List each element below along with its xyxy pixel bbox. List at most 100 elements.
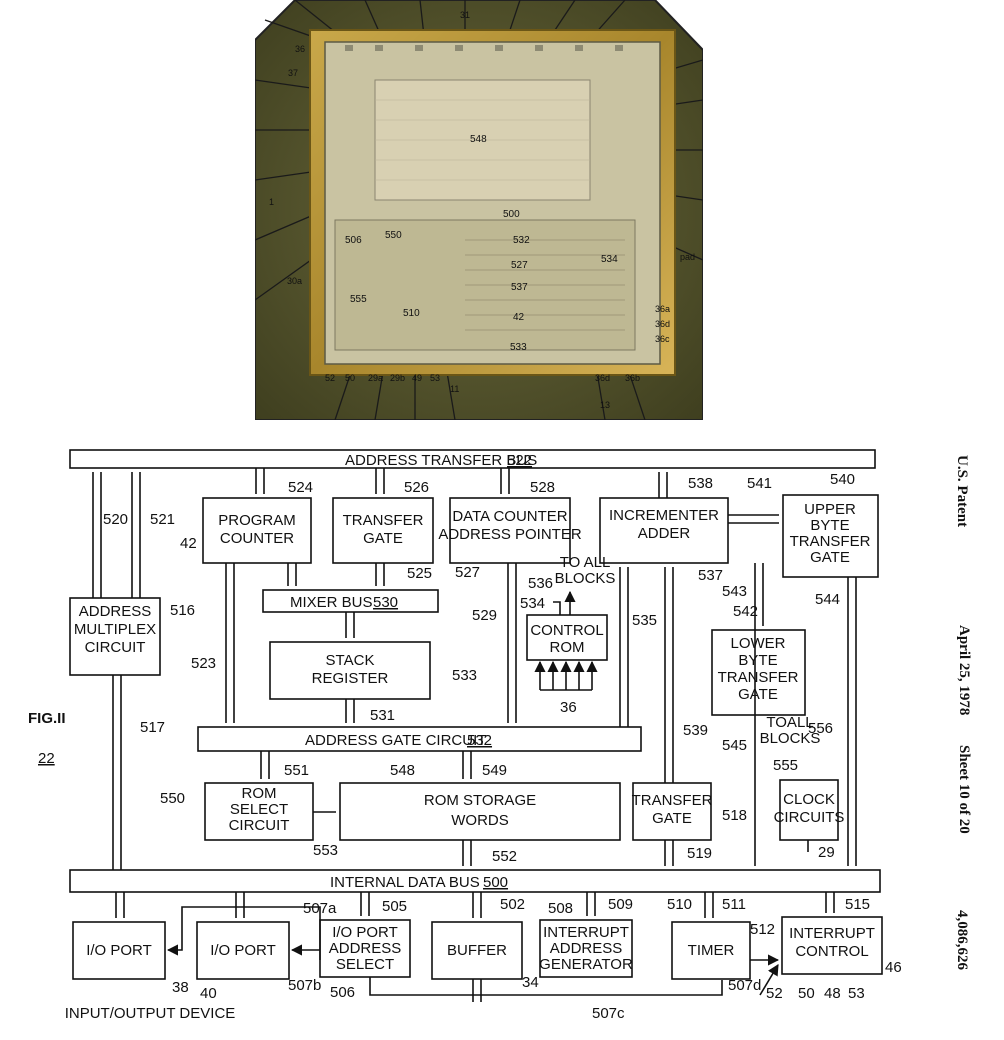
- clock-circuits-line: CLOCK: [783, 791, 835, 808]
- connector-ref: 53: [848, 985, 865, 1002]
- block-ref: 536: [528, 575, 553, 592]
- address-multiplex-line: MULTIPLEX: [74, 621, 156, 638]
- connector-ref: 34: [522, 974, 539, 991]
- connector-ref: 509: [608, 896, 633, 913]
- block-ref: 533: [452, 667, 477, 684]
- block-ref: 518: [722, 807, 747, 824]
- data-counter-line: DATA COUNTER: [452, 508, 567, 525]
- pad-label: 36c: [655, 334, 670, 344]
- rom-select-line: ROM: [242, 785, 277, 802]
- connector-ref: 48: [824, 985, 841, 1002]
- die-region-label: 550: [385, 230, 402, 241]
- connector-ref: 515: [845, 896, 870, 913]
- block-ref: 556: [808, 720, 833, 737]
- connector-ref: 552: [492, 848, 517, 865]
- die-region-label: 510: [403, 308, 420, 319]
- connector-ref: 545: [722, 737, 747, 754]
- pad-label: 50: [345, 373, 355, 383]
- rom-storage-line: WORDS: [451, 812, 509, 829]
- rom-select-line: CIRCUIT: [229, 817, 290, 834]
- pad-label: pad: [680, 252, 695, 262]
- die-region-label: 500: [503, 209, 520, 220]
- connector-ref: 520: [103, 511, 128, 528]
- block-ref: 36: [560, 699, 577, 716]
- control-rom-note: BLOCKS: [555, 570, 616, 587]
- address-gate-label: ADDRESS GATE CIRCUIT: [305, 732, 486, 749]
- block-ref: 555: [773, 757, 798, 774]
- io-port-label: I/O PORT: [86, 942, 152, 959]
- interrupt-control-line: INTERRUPT: [789, 925, 875, 942]
- connector-ref: 543: [722, 583, 747, 600]
- lower-byte-line: GATE: [738, 686, 778, 703]
- connector-ref: 50: [798, 985, 815, 1002]
- upper-byte-line: UPPER: [804, 501, 856, 518]
- mixer-bus-ref: 530: [373, 594, 398, 611]
- lower-byte-line: BYTE: [738, 652, 777, 669]
- clock-circuits-note: BLOCKS: [760, 730, 821, 747]
- upper-byte-line: GATE: [810, 549, 850, 566]
- connector-ref: 507c: [592, 1005, 625, 1022]
- block-ref: 46: [885, 959, 902, 976]
- connector-ref: 511: [722, 896, 746, 913]
- connector-ref: 553: [313, 842, 338, 859]
- address-multiplex-line: CIRCUIT: [85, 639, 146, 656]
- pad-label: 53: [430, 373, 440, 383]
- interrupt-address-line: ADDRESS: [550, 940, 623, 957]
- io-device-label: INPUT/OUTPUT DEVICE: [65, 1005, 236, 1022]
- stack-register-line: REGISTER: [312, 670, 389, 687]
- block-ref: 525: [407, 565, 432, 582]
- program-counter-line: COUNTER: [220, 530, 294, 547]
- control-rom-line: CONTROL: [530, 622, 603, 639]
- block-ref: 540: [830, 471, 855, 488]
- upper-byte-line: TRANSFER: [790, 533, 871, 550]
- patent-title: U.S. Patent: [954, 455, 970, 527]
- block-ref: 40: [200, 985, 217, 1002]
- connector-ref: 517: [140, 719, 165, 736]
- transfer-gate-mid-line: GATE: [652, 810, 692, 827]
- upper-byte-line: BYTE: [810, 517, 849, 534]
- interrupt-address-line: INTERRUPT: [543, 924, 629, 941]
- connector-ref: 521: [150, 511, 175, 528]
- pad-label: 11: [450, 384, 459, 394]
- interrupt-address-line: GENERATOR: [539, 956, 633, 973]
- pad-label: 36: [295, 44, 305, 54]
- address-transfer-bus-label: ADDRESS TRANSFER BUS: [345, 452, 537, 469]
- clock-circuits-line: CIRCUITS: [774, 809, 845, 826]
- die-region-label: 506: [345, 235, 362, 246]
- io-port-select-line: SELECT: [336, 956, 394, 973]
- incrementer-line: ADDER: [638, 525, 691, 542]
- die-region-label: 534: [601, 254, 618, 265]
- block-ref: 534: [520, 595, 545, 612]
- block-ref: 527: [455, 564, 480, 581]
- pad-label: 30a: [287, 276, 302, 286]
- die-region-label: 532: [513, 235, 530, 246]
- timer-label: TIMER: [688, 942, 735, 959]
- internal-data-bus-label: INTERNAL DATA BUS: [330, 874, 480, 891]
- connector-ref: 524: [288, 479, 313, 496]
- connector-ref: 519: [687, 845, 712, 862]
- die-region-label: 555: [350, 294, 367, 305]
- pad-label: 52: [325, 373, 335, 383]
- io-port-select-line: ADDRESS: [329, 940, 402, 957]
- address-transfer-bus-ref: 522: [507, 452, 532, 469]
- block-ref: 516: [170, 602, 195, 619]
- rom-select-line: SELECT: [230, 801, 288, 818]
- pad-label: 31: [460, 10, 470, 20]
- figure-ref: 22: [38, 750, 55, 767]
- die-region-label: 42: [513, 312, 525, 323]
- block-ref: 506: [330, 984, 355, 1001]
- block-diagram: ADDRESS TRANSFER BUS 522 INTERNAL DATA B…: [28, 449, 972, 1022]
- figure-label: FIG.II: [28, 710, 66, 727]
- pad-label: 36d: [655, 319, 670, 329]
- internal-data-bus-ref: 500: [483, 874, 508, 891]
- die-region-label: 537: [511, 282, 528, 293]
- pad-label: 36d: [595, 373, 610, 383]
- die-region-label: 527: [511, 260, 528, 271]
- die-region-label: 548: [470, 134, 487, 145]
- patent-sheet: Sheet 10 of 20: [956, 745, 972, 834]
- lower-byte-line: TRANSFER: [718, 669, 799, 686]
- pad-label: 13: [600, 400, 610, 410]
- connector-ref: 551: [284, 762, 309, 779]
- connector-ref: 549: [482, 762, 507, 779]
- connector-ref: 512: [750, 921, 775, 938]
